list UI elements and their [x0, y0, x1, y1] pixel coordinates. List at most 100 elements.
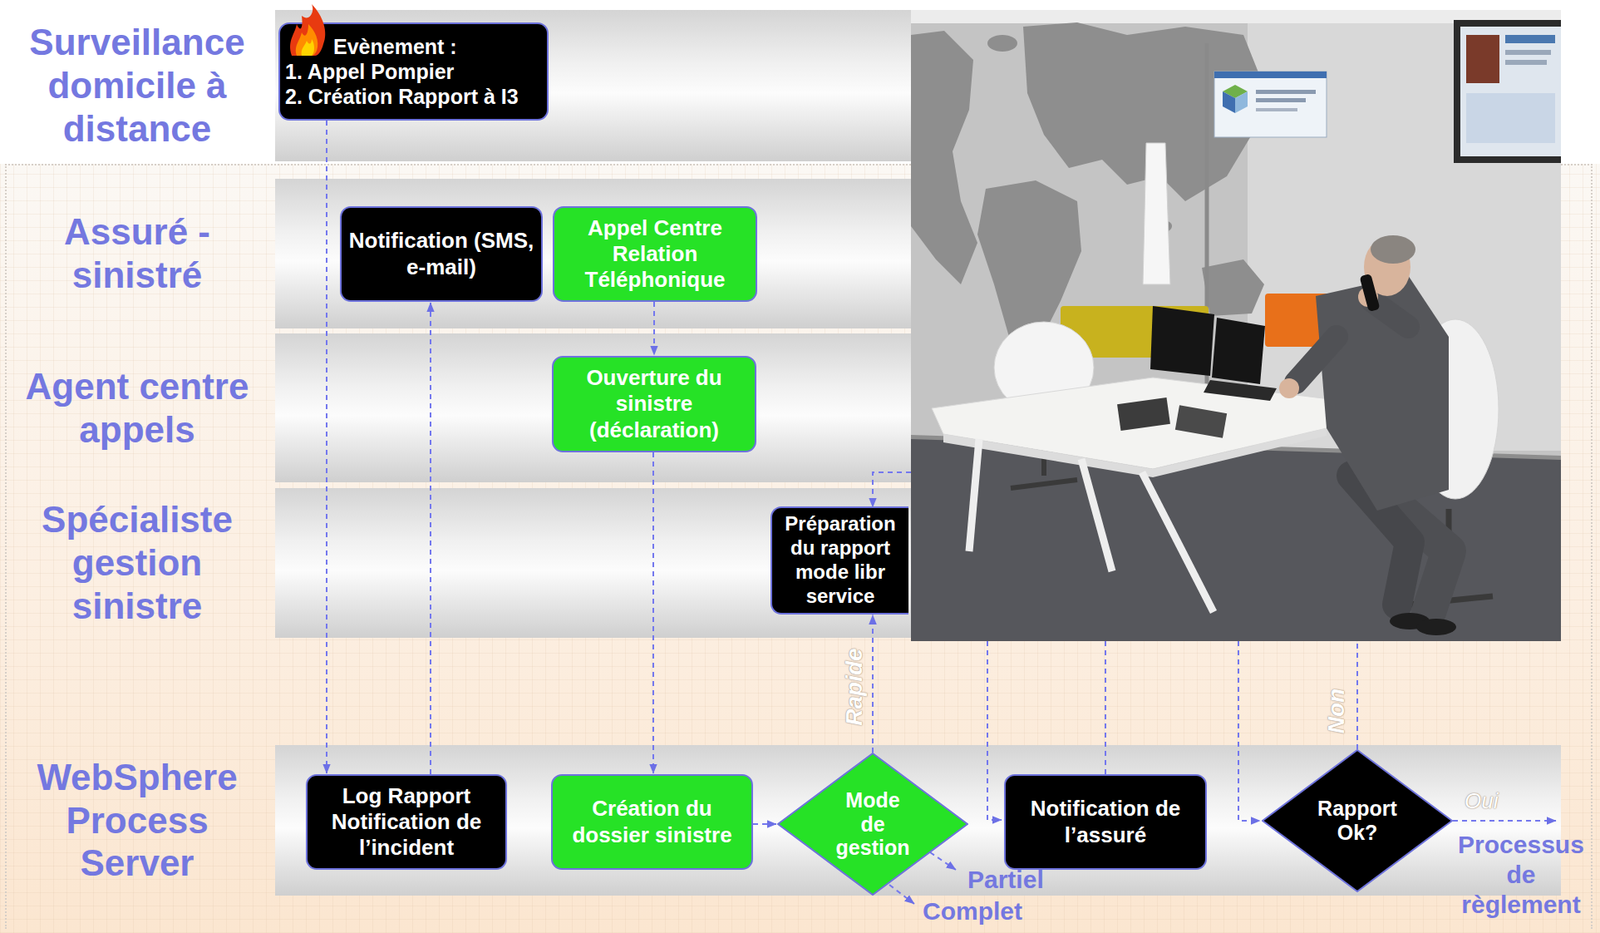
annotation-label: Processus de règlement [1450, 829, 1592, 920]
swimlane: Agent centre appels Ouverture du sinistre… [0, 333, 1561, 483]
diamond-text-box: Mode de gestion [777, 752, 969, 896]
annotation-label: Non [1322, 688, 1351, 734]
photo-detail [1150, 305, 1215, 376]
process-box: Evènement :1. Appel Pompier2. Création R… [278, 22, 549, 121]
photo-detail [1203, 379, 1277, 401]
connector [652, 452, 655, 773]
box-text: Ouverture du sinistre (déclaration) [558, 364, 750, 444]
swimlane: Assuré - sinistré Notification (SMS, e-ma… [0, 178, 1561, 329]
connector [871, 615, 874, 753]
leader-line [889, 884, 915, 904]
photo-detail [1142, 472, 1214, 612]
photo-detail [1214, 71, 1327, 79]
photo-detail [1255, 108, 1298, 112]
lane-label: Surveillance domicile à distance [8, 20, 266, 151]
lane-label-box: WebSphere Process Server [8, 744, 266, 896]
process-box: Notification de l’assuré [1004, 773, 1207, 870]
photo-detail [1211, 317, 1266, 384]
process-box: Appel Centre Relation Téléphonique [552, 206, 758, 302]
photo-detail [1222, 91, 1236, 114]
annotation-label: Oui [1464, 787, 1498, 814]
process-box: Préparation du rapport mode libr service [770, 506, 909, 614]
box-text: Evènement : [285, 34, 542, 60]
photo-detail [1279, 378, 1300, 399]
lane-label-box: Agent centre appels [8, 333, 266, 483]
man-on-phone [1279, 235, 1457, 636]
photo-detail [1315, 275, 1449, 511]
decision-diamond: Mode de gestion [777, 752, 969, 896]
photo-detail [943, 428, 1327, 478]
diamond-text: Mode de gestion [832, 787, 913, 860]
lane-label: Assuré - sinistré [8, 210, 266, 297]
photo-detail [1453, 19, 1561, 163]
photo-detail [1010, 479, 1078, 488]
photo-detail [1460, 26, 1561, 157]
box-text: Création du dossier sinistre [557, 795, 747, 847]
box-text: 1. Appel Pompier [285, 59, 542, 84]
lane-label-box: Surveillance domicile à distance [8, 9, 266, 162]
lane-label: Spécialiste gestion sinistre [8, 497, 266, 628]
photo-detail [1505, 59, 1547, 65]
photo-detail [910, 9, 1561, 641]
lane-label-box: Assuré - sinistré [8, 178, 266, 329]
photo-detail [1142, 142, 1171, 285]
box-text: Notification de l’assuré [1010, 795, 1201, 847]
photo-detail [1370, 235, 1416, 264]
diamond-text: Rapport Ok? [1303, 796, 1412, 845]
photo-detail [1214, 71, 1327, 138]
leader-line [930, 851, 956, 870]
leader-line [987, 640, 1002, 820]
fire-icon [286, 4, 329, 58]
poster [1214, 71, 1327, 138]
lane-label-box: Spécialiste gestion sinistre [8, 487, 266, 638]
annotation-label: Complet [922, 896, 1023, 926]
annotation-label: Partiel [967, 864, 1044, 895]
photo-detail [1505, 34, 1556, 44]
lane-band [275, 744, 1561, 896]
swimlane: WebSphere Process Server Log Rapport Noti… [0, 744, 1561, 896]
swimlane: Surveillance domicile à distanceEvènemen… [0, 9, 1561, 162]
box-text: Notification (SMS, e-mail) [346, 227, 537, 280]
decision-diamond: Rapport Ok? [1261, 748, 1453, 892]
photo-detail [1201, 259, 1265, 316]
photo-detail [910, 30, 978, 285]
photo-detail [1466, 93, 1556, 143]
flame [301, 39, 315, 56]
wall-monitor [1453, 19, 1561, 163]
photo-detail [931, 377, 1337, 469]
photo-detail [1466, 34, 1500, 84]
desk [931, 377, 1337, 612]
laptop [1150, 305, 1266, 384]
diamond-text-box: Rapport Ok? [1261, 748, 1453, 892]
photo-detail [1416, 618, 1457, 636]
photo-detail [1175, 404, 1227, 439]
office-photo [910, 9, 1561, 641]
edge-label: Rapide [840, 647, 869, 725]
box-text: Appel Centre Relation Téléphonique [559, 215, 751, 294]
photo-detail [1295, 336, 1337, 383]
diamond-shape [1262, 749, 1453, 892]
photo-detail [987, 34, 1018, 52]
leader-line [1452, 819, 1556, 822]
photo-detail [1081, 458, 1113, 572]
box-text: Préparation du rapport mode libr service [777, 512, 904, 608]
flame [295, 24, 318, 56]
leader-line [1238, 640, 1261, 821]
process-box: Log Rapport Notification de l’incident [305, 773, 508, 870]
box-text: Log Rapport Notification de l’incident [312, 782, 501, 862]
photo-detail [1117, 397, 1171, 431]
photo-detail [969, 438, 980, 552]
connector [429, 302, 432, 774]
leader-line [1104, 640, 1107, 774]
photo-detail [1255, 98, 1306, 103]
box-text: 2. Création Rapport à I3 [285, 83, 542, 109]
leader-line [1356, 640, 1359, 749]
flame [290, 4, 325, 56]
photo-detail [1255, 89, 1316, 94]
photo-detail [1505, 49, 1551, 55]
lane-label: Agent centre appels [8, 364, 266, 452]
diamond-shape [777, 753, 968, 895]
decoration [872, 472, 1556, 904]
leader-line [872, 472, 911, 508]
